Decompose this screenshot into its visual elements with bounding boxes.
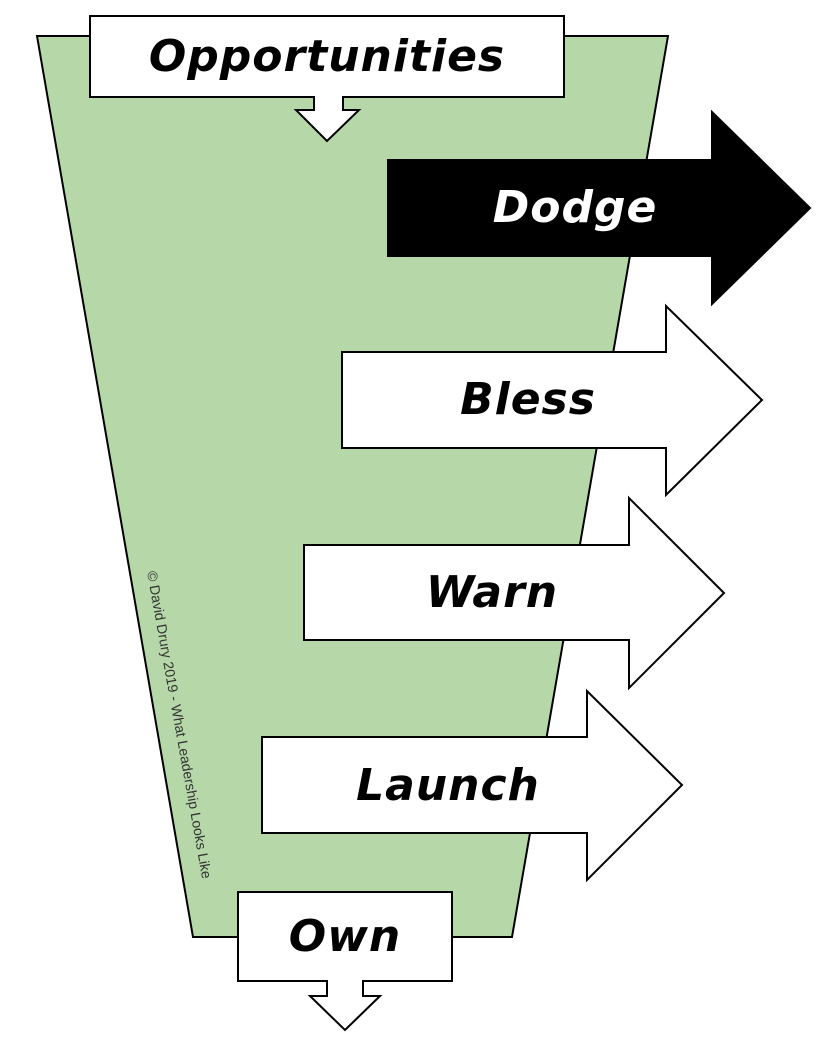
warn-label: Warn: [426, 567, 558, 618]
arrow-dodge: Dodge: [387, 109, 812, 307]
down-arrow-icon: [293, 96, 362, 143]
arrow-launch: Launch: [261, 688, 684, 883]
warn-arrow-shape: [303, 495, 726, 691]
dodge-label: Dodge: [493, 182, 658, 233]
opportunities-box: Opportunities: [89, 15, 565, 143]
bless-arrow-shape: [341, 303, 764, 498]
own-box: Own: [237, 891, 453, 1032]
down-arrow-icon: [307, 980, 383, 1032]
launch-label: Launch: [356, 760, 540, 811]
dodge-arrow-shape: [387, 109, 812, 307]
own-label: Own: [289, 911, 401, 962]
launch-arrow-shape: [261, 688, 684, 883]
arrow-warn: Warn: [303, 495, 726, 691]
arrow-bless: Bless: [341, 303, 764, 498]
opportunities-label: Opportunities: [149, 31, 505, 82]
bless-label: Bless: [460, 374, 596, 425]
